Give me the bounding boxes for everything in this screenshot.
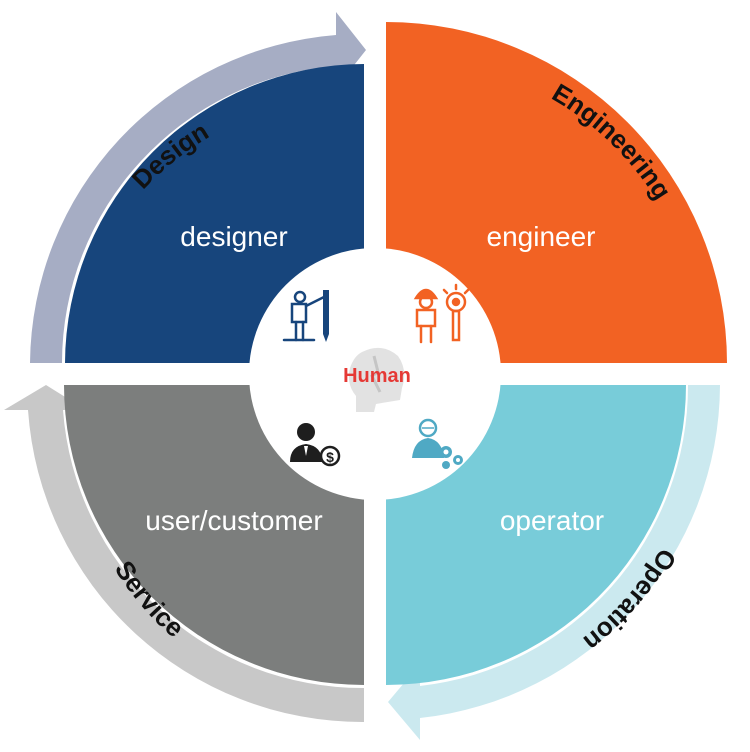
operator-icon xyxy=(412,418,463,469)
operation-arrow xyxy=(388,385,720,740)
operator-label: operator xyxy=(500,505,604,536)
design-arrow xyxy=(30,12,366,363)
head-silhouette-icon xyxy=(348,347,405,412)
designer-label: designer xyxy=(180,221,287,252)
engineer-label: engineer xyxy=(487,221,596,252)
user-customer-label: user/customer xyxy=(145,505,322,536)
center-label: Human xyxy=(343,365,411,387)
designer-icon xyxy=(282,290,329,342)
engineer-quadrant xyxy=(386,22,727,363)
service-arrow xyxy=(4,385,364,723)
engineer-icon xyxy=(413,283,470,344)
svg-text:$: $ xyxy=(326,449,334,465)
customer-icon: $ xyxy=(290,423,341,467)
